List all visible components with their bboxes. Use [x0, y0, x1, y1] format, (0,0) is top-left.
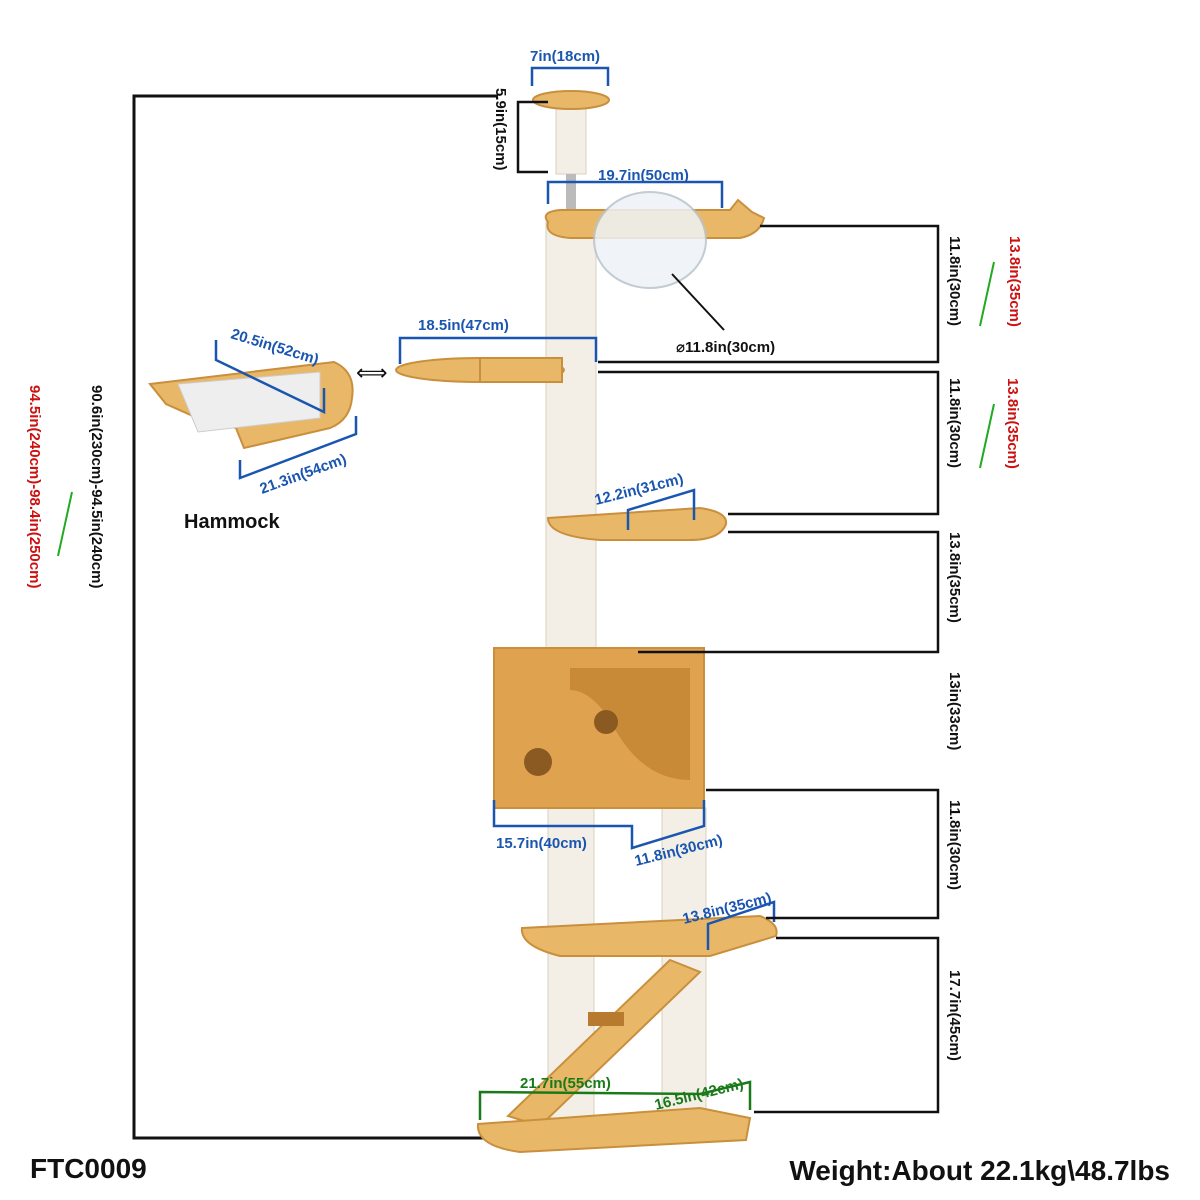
paw-hole-icon — [524, 748, 552, 776]
condo-opening — [570, 668, 690, 780]
platform-2-body — [479, 357, 563, 383]
top-post-bracket — [516, 100, 548, 174]
top-post-height-label: 5.9in(15cm) — [492, 88, 509, 171]
spacing-3-label: 13.8in(35cm) — [946, 532, 963, 623]
spacing-5-label: 11.8in(30cm) — [946, 800, 963, 890]
platform-3 — [546, 506, 728, 541]
platform-5 — [520, 914, 778, 957]
platform3-width-label: 12.2in(31cm) — [593, 470, 685, 508]
paw-hole-icon — [594, 710, 618, 734]
capsule-bowl — [593, 191, 707, 289]
platform2-width-label: 18.5in(47cm) — [418, 317, 509, 334]
base — [476, 1106, 752, 1154]
capsule-platform-width-label: 19.7in(50cm) — [598, 167, 689, 184]
spacing-2-alt-label: 13.8in(35cm) — [1004, 378, 1021, 469]
total-height-bracket — [132, 94, 498, 1140]
right-height-brackets — [598, 224, 940, 1114]
blue-brackets — [214, 66, 776, 950]
capsule-diameter-label: ⌀11.8in(30cm) — [676, 339, 775, 356]
base-width-label: 21.7in(55cm) — [520, 1075, 611, 1092]
spacing-1-alt-mark — [979, 261, 995, 327]
ramp-step — [588, 1012, 624, 1026]
hammock — [148, 360, 354, 450]
main-post-upper — [545, 221, 597, 663]
hammock-mat — [177, 371, 321, 433]
total-height-alt-mark — [57, 491, 73, 557]
weight-label: Weight:About 22.1kg\48.7lbs — [789, 1155, 1170, 1186]
spacing-1-alt-label: 13.8in(35cm) — [1006, 236, 1023, 327]
spacing-4-label: 13in(33cm) — [946, 672, 963, 750]
spacing-1-label: 11.8in(30cm) — [946, 236, 963, 326]
hammock-arrow-icon: ⟺ — [356, 361, 388, 386]
spring-rod — [566, 174, 576, 212]
capsule-leader — [671, 273, 725, 331]
spacing-6-label: 17.7in(45cm) — [946, 970, 963, 1061]
total-height-alt-label: 94.5in(240cm)-98.4in(250cm) — [26, 385, 43, 588]
hammock-title: Hammock — [184, 511, 280, 533]
hammock-width-label: 21.3in(54cm) — [258, 451, 349, 498]
condo-width-label: 15.7in(40cm) — [496, 835, 587, 852]
total-height-label: 90.6in(230cm)-94.5in(240cm) — [88, 385, 105, 588]
model-number: FTC0009 — [30, 1153, 147, 1184]
top-perch — [532, 90, 610, 110]
green-brackets — [478, 1080, 752, 1120]
cat-tree — [395, 90, 778, 1154]
spacing-2-alt-mark — [979, 403, 995, 469]
top-post — [555, 105, 587, 175]
hammock-depth-label: 20.5in(52cm) — [229, 326, 321, 369]
spacing-2-label: 11.8in(30cm) — [946, 378, 963, 468]
top-perch-width-label: 7in(18cm) — [530, 48, 600, 65]
